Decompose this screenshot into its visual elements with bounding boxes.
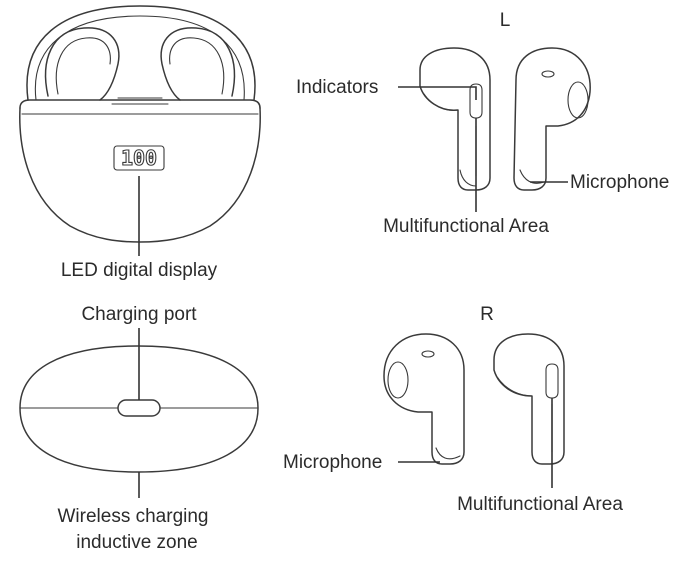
charging-port-slot <box>117 399 161 417</box>
multifunctional-area-left-label: Multifunctional Area <box>383 216 549 237</box>
left-earbud-back <box>419 47 491 191</box>
right-side-label: R <box>480 304 494 325</box>
microphone-left-label: Microphone <box>570 172 669 193</box>
left-side-label: L <box>500 10 511 31</box>
charging-port-label: Charging port <box>81 304 197 325</box>
microphone-right-label: Microphone <box>283 452 382 473</box>
right-earbud-back <box>493 333 565 465</box>
indicators-label: Indicators <box>296 77 378 98</box>
wireless-charging-label-line1: Wireless charging <box>58 506 209 527</box>
led-readout: 100 <box>121 146 157 170</box>
multifunctional-area-right-label: Multifunctional Area <box>457 494 623 515</box>
left-earbud-front <box>513 47 591 191</box>
right-earbud-front <box>383 333 465 465</box>
charging-case-open <box>19 5 261 243</box>
indicators-leader <box>398 86 477 100</box>
led-display-label: LED digital display <box>61 260 218 281</box>
wireless-charging-label-line2: inductive zone <box>76 532 197 553</box>
